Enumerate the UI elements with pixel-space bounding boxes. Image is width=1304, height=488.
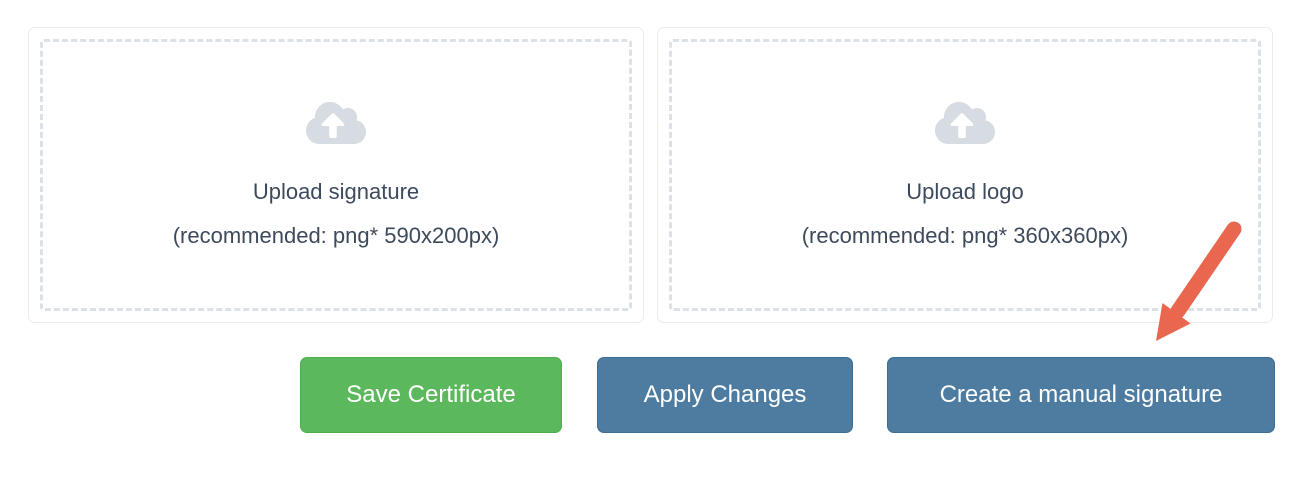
cloud-upload-icon [304, 99, 368, 147]
upload-signature-card: Upload signature (recommended: png* 590x… [28, 27, 644, 323]
upload-logo-card: Upload logo (recommended: png* 360x360px… [657, 27, 1273, 323]
apply-changes-button[interactable]: Apply Changes [597, 357, 853, 433]
upload-signature-hint: (recommended: png* 590x200px) [172, 223, 500, 248]
create-manual-signature-button[interactable]: Create a manual signature [887, 357, 1275, 433]
upload-logo-dropzone[interactable]: Upload logo (recommended: png* 360x360px… [669, 39, 1261, 311]
save-certificate-button[interactable]: Save Certificate [300, 357, 562, 433]
upload-signature-label: Upload signature [252, 179, 420, 204]
cloud-upload-icon [933, 99, 997, 147]
upload-logo-label: Upload logo [906, 179, 1024, 204]
upload-signature-dropzone[interactable]: Upload signature (recommended: png* 590x… [40, 39, 632, 311]
upload-logo-hint: (recommended: png* 360x360px) [801, 223, 1129, 248]
